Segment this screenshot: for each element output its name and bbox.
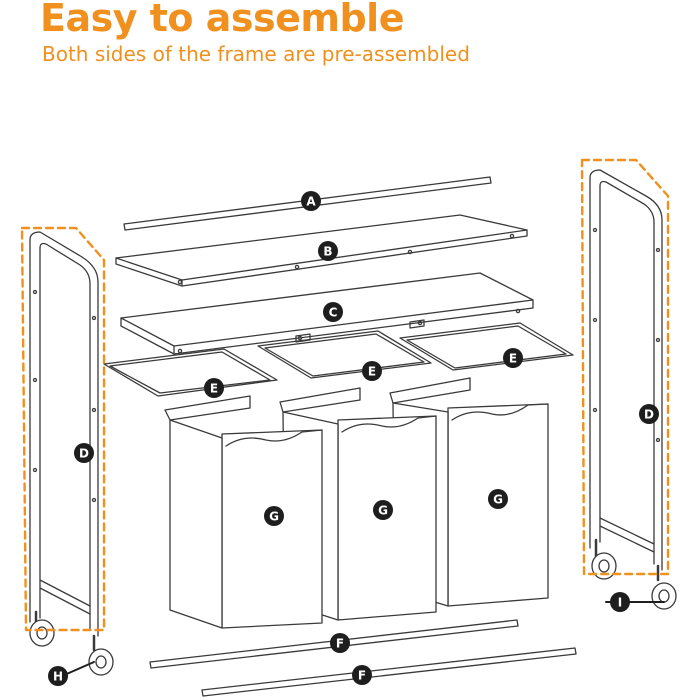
part-label-f-bottom: F	[352, 665, 372, 685]
svg-text:A: A	[306, 195, 316, 209]
diagram-title: Easy to assemble	[40, 0, 404, 40]
part-label-d-left: D	[74, 443, 94, 463]
part-label-a: A	[301, 191, 321, 211]
svg-text:G: G	[378, 504, 388, 518]
part-label-g-middle: G	[373, 500, 393, 520]
part-label-i: I	[610, 592, 630, 612]
svg-text:C: C	[329, 306, 338, 320]
svg-text:I: I	[618, 596, 622, 610]
svg-text:H: H	[53, 670, 63, 684]
svg-text:E: E	[368, 365, 376, 379]
svg-text:E: E	[210, 382, 218, 396]
part-label-c: C	[323, 302, 343, 322]
part-label-g-left: G	[264, 506, 284, 526]
frame-e-left	[103, 348, 278, 397]
part-label-e-left: E	[204, 378, 224, 398]
side-frame-left	[29, 231, 99, 637]
svg-text:D: D	[79, 447, 89, 461]
frame-e-middle	[257, 330, 432, 379]
rod-f-bottom	[201, 647, 577, 697]
part-label-e-right: E	[503, 348, 523, 368]
diagram-subtitle: Both sides of the frame are pre-assemble…	[42, 42, 470, 66]
part-label-f-top: F	[330, 633, 350, 653]
frame-outline-right	[580, 158, 670, 576]
frame-outline-left	[20, 226, 106, 632]
part-label-e-middle: E	[362, 361, 382, 381]
frame-e-right	[399, 322, 574, 371]
svg-text:G: G	[269, 510, 279, 524]
svg-text:G: G	[493, 493, 503, 507]
svg-text:F: F	[358, 669, 366, 683]
part-label-h: H	[48, 666, 68, 686]
part-label-g-right: G	[488, 489, 508, 509]
svg-text:E: E	[509, 352, 517, 366]
side-frame-right	[589, 169, 663, 571]
svg-text:D: D	[644, 408, 654, 422]
bag-left	[164, 395, 323, 629]
svg-text:F: F	[336, 637, 344, 651]
part-label-b: B	[318, 241, 338, 261]
svg-text:B: B	[323, 245, 332, 259]
part-label-d-right: D	[639, 404, 659, 424]
caster-wheels-left	[29, 610, 114, 676]
